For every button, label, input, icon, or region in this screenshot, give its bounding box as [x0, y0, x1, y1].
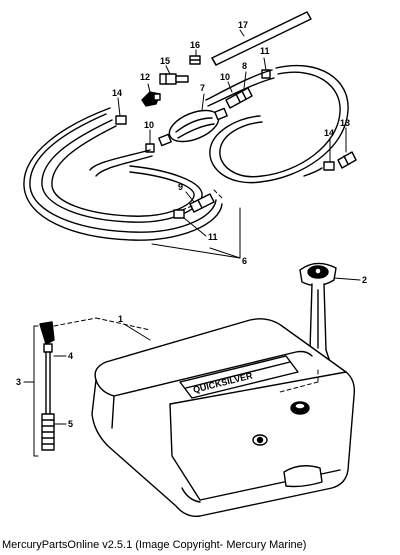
fuel-system-exploded-diagram: QUICKSILVER 17 16 15 11 8 10 12 14 7 10 … — [16, 11, 367, 517]
callout-3: 3 — [16, 377, 21, 387]
callout-leader-lines — [23, 29, 361, 425]
callout-8: 8 — [242, 61, 247, 71]
callout-5: 5 — [68, 419, 73, 429]
callout-11-lower: 11 — [208, 232, 218, 242]
fitting-part-14-right — [323, 161, 335, 171]
callout-17: 17 — [238, 20, 248, 30]
fitting-part-13 — [337, 151, 357, 169]
callout-6: 6 — [242, 256, 247, 266]
coiled-hose-left-part-6 — [23, 107, 223, 241]
fitting-part-14-left — [115, 115, 127, 125]
callout-16: 16 — [190, 40, 200, 50]
fuel-tank-part-1 — [91, 318, 356, 517]
callout-2: 2 — [362, 275, 367, 285]
primer-bulb-part-7 — [158, 107, 228, 147]
valve-fitting-part-15 — [159, 73, 189, 85]
fitting-part-11-lower — [173, 209, 185, 219]
callout-9: 9 — [178, 182, 183, 192]
callout-13: 13 — [340, 118, 350, 128]
callout-12: 12 — [140, 72, 150, 82]
image-copyright-caption: MercuryPartsOnline v2.5.1 (Image Copyrig… — [2, 539, 307, 551]
callout-10-left: 10 — [144, 120, 154, 130]
assembly-guide-lines — [53, 189, 319, 393]
callout-7: 7 — [200, 83, 205, 93]
callout-15: 15 — [160, 56, 170, 66]
pickup-tube-assembly-part-3 — [33, 321, 55, 457]
fitting-part-16 — [189, 55, 201, 65]
callout-14-right: 14 — [324, 128, 334, 138]
fuel-line-rigid-part-17 — [211, 11, 312, 66]
fitting-part-9 — [189, 193, 215, 213]
valve-part-8 — [225, 87, 253, 109]
coiled-hose-right-part-6 — [205, 64, 349, 184]
callout-11-top: 11 — [260, 46, 270, 56]
callout-1: 1 — [118, 314, 123, 324]
callout-4: 4 — [68, 351, 73, 361]
callout-10-right: 10 — [220, 72, 230, 82]
connector-part-12 — [141, 91, 161, 107]
callout-14-left: 14 — [112, 88, 122, 98]
